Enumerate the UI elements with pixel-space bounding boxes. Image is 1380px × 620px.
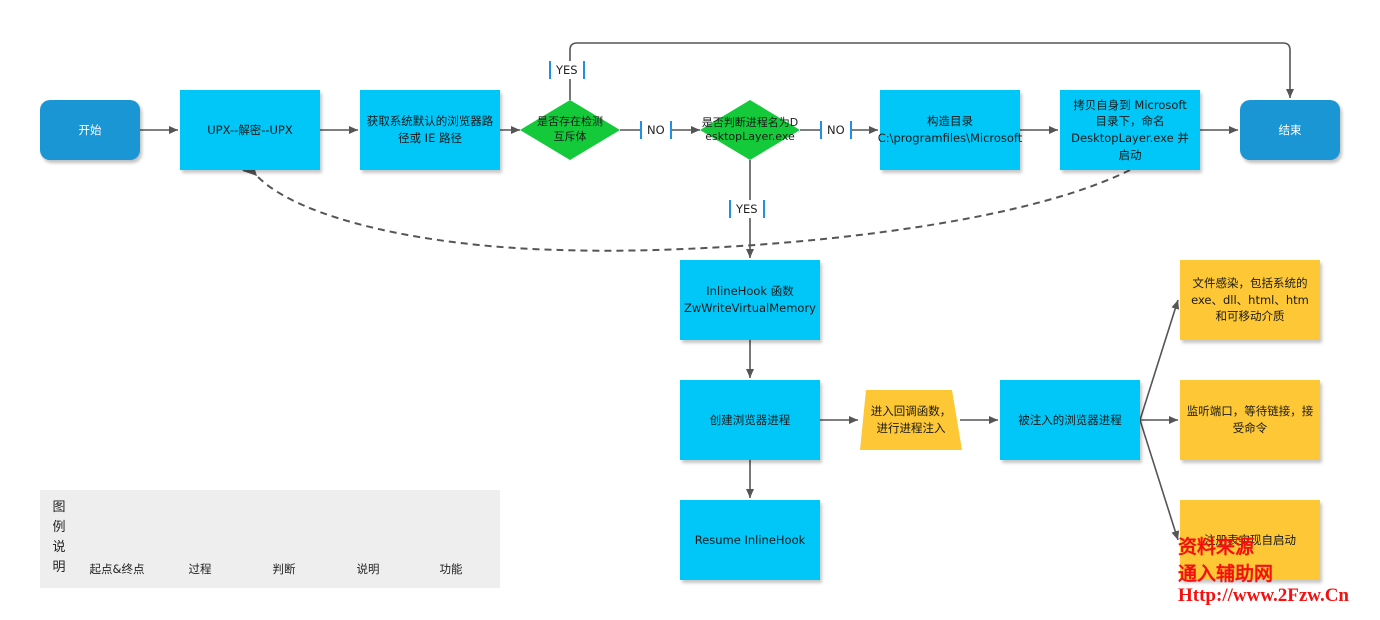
judge-decision-label: 是否判断进程名为DesktopLayer.exe <box>701 115 799 143</box>
legend-label-terminal: 起点&终点 <box>89 562 145 576</box>
watermark-line2: 通入辅助网 <box>1178 564 1274 585</box>
edge-copy-dashed-upx <box>242 161 1131 252</box>
watermark-line1: 资料来源 <box>1178 537 1255 558</box>
mutex-decision-label: 是否存在检测互斥体 <box>537 115 603 143</box>
edge-label-no-1: NO <box>640 121 672 139</box>
get-path-node: 获取系统默认的浏览器路径或 IE 路径 <box>360 90 500 170</box>
resume-hook-node: Resume InlineHook <box>680 500 820 580</box>
edge-mutex-yes-end <box>569 42 1294 100</box>
copy-self-node: 拷贝自身到 Microsoft 目录下，命名 DesktopLayer.exe … <box>1060 90 1200 170</box>
file-infect-node: 文件感染，包括系统的 exe、dll、html、htm 和可移动介质 <box>1180 260 1320 340</box>
legend-title: 图例说明 <box>52 500 66 575</box>
decision-mutex-shape <box>520 100 620 160</box>
note-callback-shape <box>860 390 962 450</box>
watermark-line3: Http://www.2Fzw.Cn <box>1178 585 1349 606</box>
create-browser-node: 创建浏览器进程 <box>680 380 820 460</box>
decision-judge-shape <box>700 100 800 160</box>
upx-node: UPX--解密--UPX <box>180 90 320 170</box>
build-dir-node: 构造目录 C:\programfiles\Microsoft <box>878 90 1022 170</box>
legend-panel <box>40 490 500 588</box>
start-node: 开始 <box>40 100 140 160</box>
edge-label-yes-top: YES <box>549 61 585 79</box>
end-node: 结束 <box>1240 100 1340 160</box>
legend-label-decision: 判断 <box>272 562 296 576</box>
legend-label-note: 说明 <box>356 562 380 576</box>
legend-label-function: 功能 <box>439 562 463 576</box>
edge-injected-fileinfect <box>1139 299 1180 421</box>
edge-label-yes-down: YES <box>729 200 765 218</box>
edge-injected-autostart <box>1139 419 1180 541</box>
legend-label-process: 过程 <box>188 562 212 576</box>
edge-label-no-2: NO <box>820 121 852 139</box>
callback-note-label: 进入回调函数，进行进程注入 <box>870 404 952 435</box>
listen-port-node: 监听端口，等待链接，接受命令 <box>1180 380 1320 460</box>
inline-hook-node: InlineHook 函数 ZwWriteVirtualMemory <box>680 260 820 340</box>
injected-browser-node: 被注入的浏览器进程 <box>1000 380 1140 460</box>
edge-lines <box>140 42 1294 541</box>
autostart-node: 注册表实现自启动 <box>1180 500 1320 580</box>
